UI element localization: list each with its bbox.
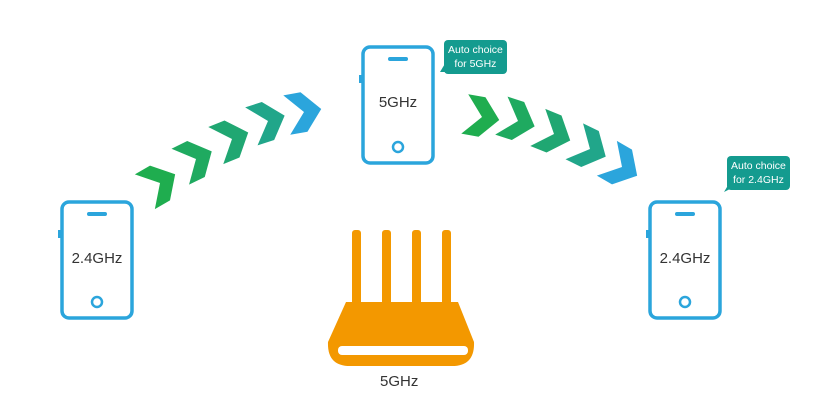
bubble-center-line2: for 5GHz [454, 58, 497, 70]
arrows-left-to-center [134, 89, 325, 210]
chevron-arrow-icon [208, 113, 256, 165]
chevron-arrow-icon [495, 96, 541, 146]
chevron-arrow-icon [530, 108, 578, 160]
bubble-right-line1: Auto choice [731, 160, 786, 172]
chevron-arrow-icon [171, 133, 221, 185]
chevron-arrow-icon [565, 123, 615, 175]
chevron-arrow-icon [134, 156, 186, 210]
bubble-center: Auto choice for 5GHz [444, 40, 507, 74]
bubble-right-line2: for 2.4GHz [733, 174, 784, 186]
chevron-arrow-icon [283, 89, 325, 135]
wifi-router-icon [327, 230, 475, 366]
phone-left-band-label: 2.4GHz [71, 250, 123, 267]
chevron-arrow-icon [461, 94, 503, 140]
chevron-arrow-icon [596, 140, 648, 194]
bubble-right: Auto choice for 2.4GHz [727, 156, 790, 190]
phone-right-band-label: 2.4GHz [659, 250, 711, 267]
bubble-center-line1: Auto choice [448, 44, 503, 56]
phone-center-band-label: 5GHz [378, 94, 418, 111]
arrows-center-to-right [461, 94, 648, 194]
chevron-arrow-icon [245, 96, 291, 146]
router-band-label: 5GHz [380, 373, 419, 390]
